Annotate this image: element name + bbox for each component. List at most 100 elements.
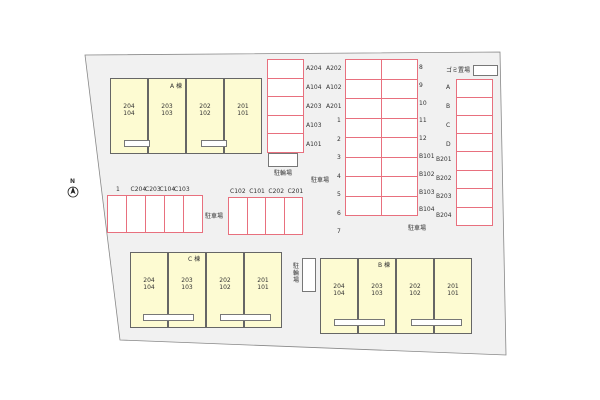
- parking-stall-center: [381, 195, 418, 216]
- parking-stall-label: 11: [419, 117, 427, 125]
- garbage-area-pad: [473, 65, 498, 76]
- parking-stall-center: [345, 98, 382, 119]
- parking-stall-a-side: [267, 96, 304, 116]
- parking-stall-label: 6: [337, 209, 341, 217]
- parking-stall-label: 8: [419, 64, 423, 71]
- parking-stall-c-left: [107, 195, 127, 233]
- parking-stall-label: 2: [337, 135, 341, 143]
- parking-stall-label: 3: [337, 154, 341, 161]
- bicycle-parking-pad-vertical: [302, 258, 316, 292]
- parking-stall-center: [381, 137, 418, 158]
- parking-stall-center: [345, 156, 382, 177]
- unit-upper-number: 204: [333, 283, 345, 290]
- parking-stall-label: A203: [306, 103, 322, 110]
- bicycle-parking-pad: [268, 153, 298, 167]
- unit-lower-number: 104: [333, 290, 345, 297]
- building-a-step: [124, 140, 150, 147]
- parking-stall-label: C102: [230, 188, 246, 195]
- north-arrow-icon: [67, 186, 79, 198]
- parking-stall-center: [345, 78, 382, 99]
- parking-stall-c-left: [126, 195, 146, 233]
- parking-stall-label: A103: [306, 122, 322, 129]
- parking-stall-label: C101: [249, 188, 265, 195]
- parking-stall-center: [381, 117, 418, 138]
- parking-stall-c-left: [183, 195, 203, 233]
- building-b-label: B 棟: [378, 262, 391, 269]
- parking-stall-label: C: [446, 122, 451, 129]
- unit-lower-number: 103: [181, 284, 193, 291]
- building-c-step: [220, 314, 271, 321]
- parking-stall-center: [381, 78, 418, 99]
- parking-stall-east-b: [456, 151, 493, 171]
- parking-stall-c-right: [228, 197, 248, 235]
- parking-stall-label: 5: [337, 191, 341, 198]
- parking-stall-label: C103: [174, 186, 190, 193]
- parking-stall-label: A202: [326, 65, 342, 72]
- parking-stall-a-side: [267, 59, 304, 79]
- bike-parking-vertical-label: 駐輪場: [292, 263, 299, 284]
- parking-stall-a-side: [267, 114, 304, 135]
- parking-stall-c-right: [265, 197, 285, 235]
- parking-stall-label: A101: [306, 141, 322, 148]
- parking-stall-label: A204: [306, 65, 322, 72]
- unit-lower-number: 102: [409, 290, 421, 297]
- parking-stall-label: B204: [436, 211, 452, 219]
- parking-stall-label: 12: [419, 135, 427, 143]
- unit-upper-number: 204: [123, 103, 135, 110]
- unit-upper-number: 201: [237, 103, 249, 110]
- unit-lower-number: 102: [219, 284, 231, 291]
- unit-upper-number: 204: [143, 277, 155, 284]
- building-c-step: [143, 314, 194, 321]
- parking-stall-label: B202: [436, 174, 452, 182]
- building-a-label: A 棟: [170, 83, 183, 90]
- parking-stall-label: B101: [419, 153, 435, 160]
- parking-stall-label: A102: [326, 84, 342, 91]
- garbage-area-label: ゴミ置場: [446, 67, 471, 74]
- building-a-step: [201, 140, 227, 147]
- bike-parking-label: 駐輪場: [274, 170, 293, 177]
- unit-lower-number: 104: [143, 284, 155, 291]
- parking-stall-center: [381, 59, 418, 80]
- parking-stall-c-left: [145, 195, 165, 233]
- unit-upper-number: 203: [371, 283, 383, 290]
- parking-stall-label: A201: [326, 103, 342, 110]
- parking-stall-label: C202: [268, 188, 285, 195]
- unit-upper-number: 201: [447, 283, 459, 290]
- parking-stall-east: [456, 115, 493, 134]
- parking-stall-label: A: [446, 84, 451, 91]
- parking-stall-center: [345, 195, 382, 216]
- parking-stall-label: B: [446, 103, 451, 110]
- parking-stall-label: 1: [337, 117, 341, 124]
- parking-stall-label: 1: [116, 186, 120, 193]
- unit-lower-number: 103: [161, 110, 173, 117]
- unit-lower-number: 103: [371, 290, 383, 297]
- parking-stall-center: [345, 137, 382, 158]
- parking-stall-a-side: [267, 77, 304, 98]
- parking-stall-label: B103: [419, 188, 435, 196]
- parking-stall-label: C104: [159, 186, 176, 193]
- parking-stall-east: [456, 97, 493, 116]
- unit-upper-number: 203: [181, 277, 193, 284]
- unit-lower-number: 102: [199, 110, 211, 117]
- parking-stall-center: [345, 117, 382, 138]
- parking-stall-center: [345, 176, 382, 197]
- parking-stall-label: B104: [419, 206, 435, 214]
- parking-stall-label: C203: [145, 186, 161, 193]
- parking-label: 駐車場: [408, 225, 427, 232]
- parking-stall-label: A104: [306, 84, 322, 91]
- parking-stall-c-right: [283, 197, 303, 235]
- parking-stall-label: 7: [337, 228, 341, 235]
- parking-stall-c-right: [246, 197, 266, 235]
- unit-lower-number: 104: [123, 110, 135, 117]
- building-c-label: C 棟: [188, 256, 201, 263]
- parking-stall-label: B102: [419, 170, 435, 178]
- unit-lower-number: 101: [237, 110, 249, 117]
- parking-stall-label: D: [446, 141, 451, 148]
- parking-stall-center: [381, 98, 418, 119]
- parking-stall-a-side: [267, 133, 304, 153]
- parking-stall-label: 9: [419, 81, 423, 89]
- parking-stall-east: [456, 79, 493, 98]
- parking-stall-label: 4: [337, 172, 341, 180]
- parking-label: 駐車場: [311, 177, 330, 184]
- parking-stall-label: B203: [436, 193, 452, 200]
